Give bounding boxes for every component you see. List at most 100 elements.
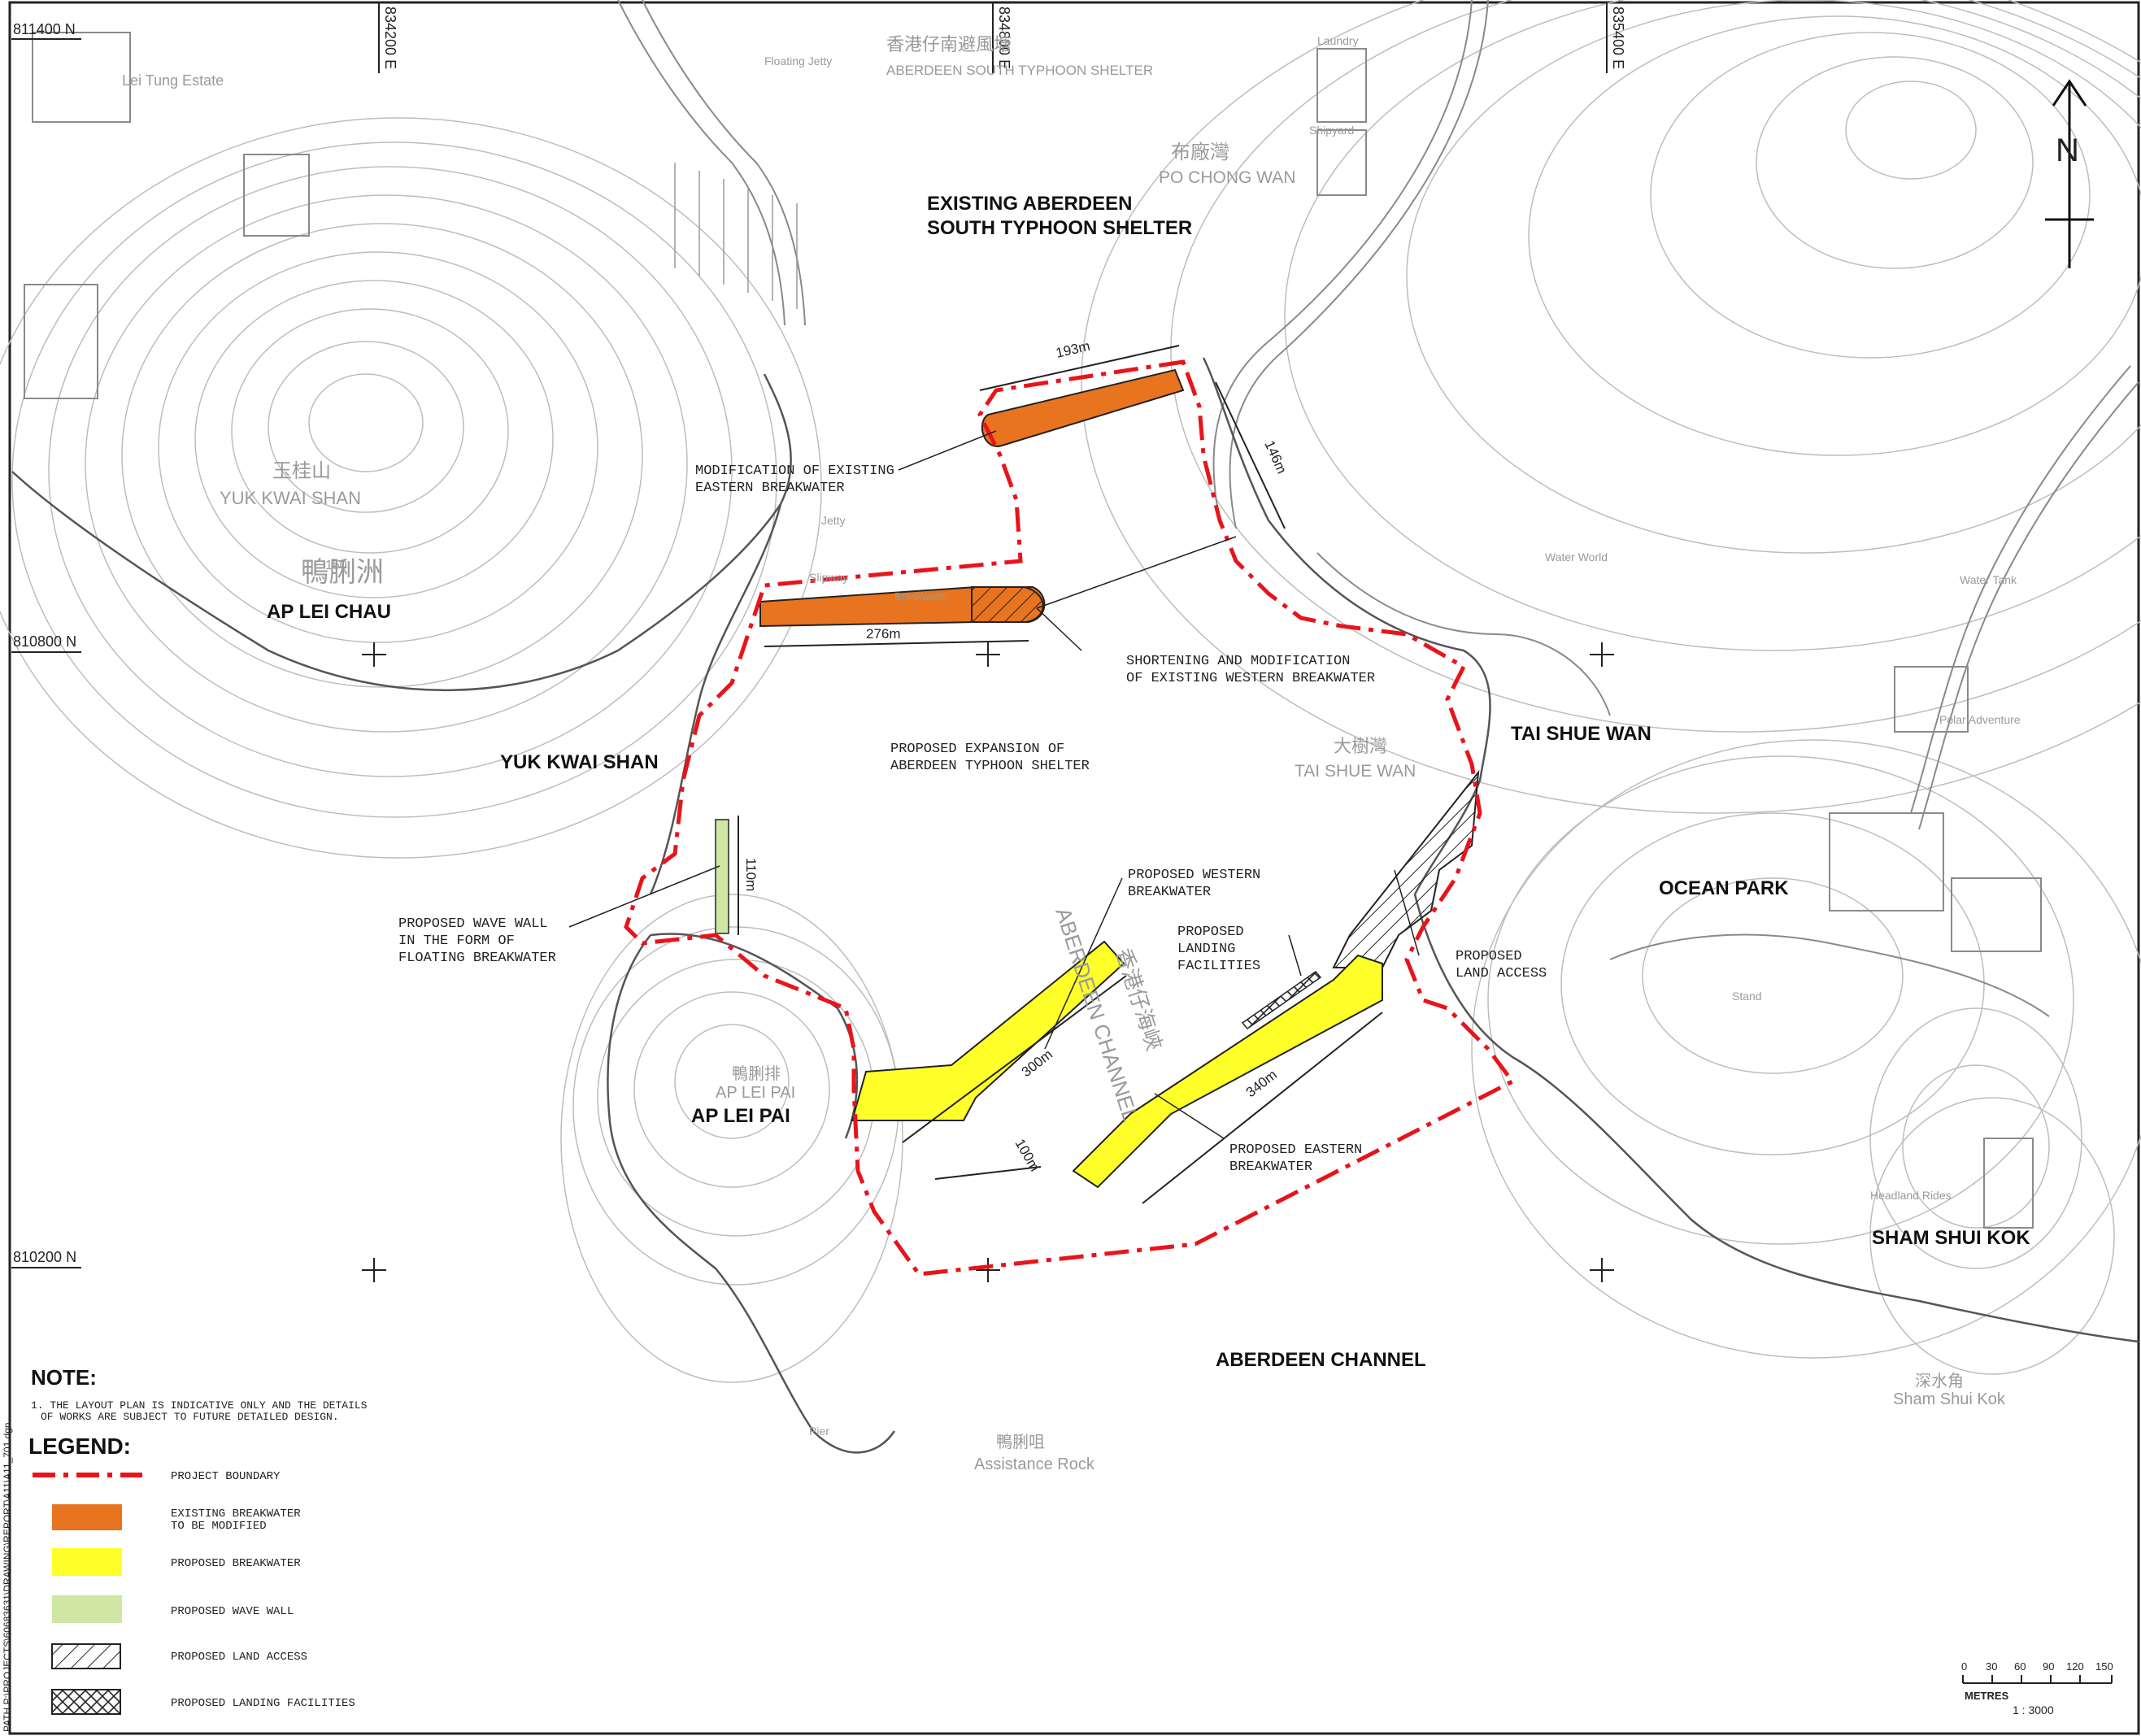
land-access-area: [1332, 769, 1480, 968]
ap-lei-pai-label: AP LEI PAI: [691, 1105, 790, 1127]
proposed-western-bw-2: BREAKWATER: [1128, 885, 1211, 900]
scale-tick: 60: [2014, 1660, 2026, 1673]
modification-eastern-1: MODIFICATION OF EXISTING: [695, 463, 894, 479]
jetty-label: Jetty: [821, 514, 846, 527]
northing-label: 810800 N: [13, 633, 76, 650]
scale-bar: 0 30 60 90 120 150 METRES 1 : 3000: [1961, 1660, 2113, 1716]
legend-label: PROPOSED LANDING FACILITIES: [171, 1697, 355, 1710]
sham-shui-kok-gray: Sham Shui Kok: [1893, 1390, 2006, 1408]
legend-label: PROPOSED LAND ACCESS: [171, 1651, 307, 1664]
proposed-western-bw-1: PROPOSED WESTERN: [1128, 868, 1260, 883]
file-path-text: PATH P:\PROJECTS\60683631\DRAWING\REPORT…: [2, 1422, 13, 1732]
water-tank-label: Water Tank: [1960, 573, 2017, 586]
western-breakwater-shortened-section: [971, 586, 1044, 623]
ap-lei-chau-label: AP LEI CHAU: [267, 601, 391, 623]
proposed-expansion-1: PROPOSED EXPANSION OF: [890, 742, 1064, 757]
legend-label: PROPOSED WAVE WALL: [171, 1605, 294, 1618]
lei-tung-estate-label: Lei Tung Estate: [122, 72, 224, 89]
headland-rides-label: Headland Rides: [1870, 1189, 1952, 1202]
land-access-2: LAND ACCESS: [1456, 966, 1547, 981]
existing-eastern-breakwater: [981, 368, 1185, 447]
aberdeen-channel-cn: 香港仔海峽: [1111, 946, 1167, 1054]
dimension-lines: [738, 345, 1383, 1204]
wave-wall-3: FLOATING BREAKWATER: [398, 951, 556, 966]
coastlines: [11, 357, 2139, 1454]
proposed-eastern-bw-2: BREAKWATER: [1229, 1160, 1312, 1175]
north-label: N: [2056, 133, 2079, 168]
sham-shui-kok-cn: 深水角: [1915, 1372, 1964, 1390]
scale-tick: 150: [2095, 1660, 2113, 1673]
bold-place-labels: EXISTING ABERDEEN SOUTH TYPHOON SHELTER …: [267, 193, 2030, 1371]
modification-eastern-2: EASTERN BREAKWATER: [695, 481, 845, 496]
scale-tick: 30: [1986, 1660, 1997, 1673]
assistance-rock-cn: 鴨脷咀: [996, 1433, 1045, 1451]
shortening-western-2: OF EXISTING WESTERN BREAKWATER: [1126, 671, 1375, 686]
easting-label: 834800 E: [996, 7, 1012, 69]
legend-swatch-land-access: [51, 1643, 121, 1669]
note-block: NOTE: 1. THE LAYOUT PLAN IS INDICATIVE O…: [31, 1365, 368, 1423]
stand-label: Stand: [1732, 990, 1762, 1003]
northing-label: 811400 N: [13, 21, 76, 37]
note-line-2: OF WORKS ARE SUBJECT TO FUTURE DETAILED …: [41, 1411, 339, 1423]
tai-shue-wan-cn: 大樹灣: [1334, 736, 1387, 756]
assistance-rock-gray: Assistance Rock: [974, 1455, 1095, 1473]
tai-shue-wan-gray: TAI SHUE WAN: [1295, 762, 1416, 781]
scale-ratio: 1 : 3000: [2013, 1703, 2054, 1716]
wave-wall-2: IN THE FORM OF: [398, 933, 515, 949]
yuk-kwai-shan-cn: 玉桂山: [272, 460, 331, 482]
project-boundary: [624, 359, 1516, 1277]
po-chong-wan-gray: PO CHONG WAN: [1159, 168, 1295, 187]
ap-lei-pai-gray: AP LEI PAI: [716, 1084, 795, 1102]
scale-tick: 120: [2066, 1660, 2084, 1673]
grid-crosses: [362, 642, 1614, 1282]
northing-label: 810200 N: [13, 1249, 76, 1265]
note-heading: NOTE:: [31, 1365, 97, 1390]
proposed-eastern-bw-1: PROPOSED EASTERN: [1229, 1142, 1362, 1158]
legend-swatch-landing: [51, 1689, 121, 1715]
aberdeen-south-ts-cn: 香港仔南避風塘: [886, 34, 1012, 54]
pier-label: Pier: [809, 1425, 829, 1438]
yuk-kwai-shan-label: YUK KWAI SHAN: [500, 751, 659, 773]
contour-150: 150: [325, 559, 347, 572]
dim-193: 193m: [1055, 338, 1092, 361]
legend-swatch-existing: [52, 1504, 122, 1530]
legend-label: PROJECT BOUNDARY: [171, 1470, 281, 1483]
ap-lei-pai-cn: 鴨脷排: [732, 1064, 781, 1083]
legend-label: PROPOSED BREAKWATER: [171, 1557, 301, 1570]
ocean-park-label: OCEAN PARK: [1659, 877, 1789, 899]
aberdeen-south-ts-gray: ABERDEEN SOUTH TYPHOON SHELTER: [886, 63, 1153, 78]
legend-swatch-wave-wall: [52, 1595, 122, 1623]
proposed-wave-wall: [715, 819, 729, 934]
contour-lines: [0, 0, 2141, 1383]
legend-label-2: TO BE MODIFIED: [171, 1520, 267, 1533]
breakwater-label: Breakwater: [894, 590, 948, 603]
scale-tick: 0: [1961, 1660, 1967, 1673]
yuk-kwai-shan-gray: YUK KWAI SHAN: [220, 488, 361, 508]
wave-wall-1: PROPOSED WAVE WALL: [398, 916, 548, 932]
legend-swatch-proposed: [52, 1548, 122, 1576]
note-line-1: 1. THE LAYOUT PLAN IS INDICATIVE ONLY AN…: [31, 1399, 368, 1412]
shipyard-label: Shipyard: [1309, 124, 1354, 137]
landing-2: LANDING: [1177, 942, 1235, 957]
aberdeen-channel-label: ABERDEEN CHANNEL: [1216, 1349, 1426, 1371]
dim-110: 110m: [743, 858, 759, 891]
sham-shui-kok-label: SHAM SHUI KOK: [1872, 1227, 2030, 1249]
ap-lei-chau-cn: 鴨脷洲: [301, 557, 384, 588]
dim-276: 276m: [866, 626, 901, 642]
dim-146: 146m: [1261, 438, 1290, 476]
map-frame: [8, 1, 2140, 1735]
proposed-landing-facilities: [1241, 970, 1322, 1030]
urban-features: [24, 0, 2139, 1229]
floating-jetty-label: Floating Jetty: [764, 54, 832, 67]
landing-1: PROPOSED: [1177, 925, 1244, 940]
leader-lines: [568, 430, 1420, 1139]
easting-label: 834200 E: [382, 7, 398, 69]
legend-heading: LEGEND:: [28, 1434, 131, 1459]
legend: LEGEND: PROJECT BOUNDARY EXISTING BREAKW…: [28, 1434, 355, 1715]
jetty-lines: [674, 163, 798, 309]
po-chong-wan-cn: 布廠灣: [1171, 141, 1229, 163]
slipway-label: Slipway: [809, 571, 848, 584]
north-arrow: [2045, 79, 2094, 268]
annotations: PROPOSED EXPANSION OF ABERDEEN TYPHOON S…: [398, 463, 1547, 1175]
